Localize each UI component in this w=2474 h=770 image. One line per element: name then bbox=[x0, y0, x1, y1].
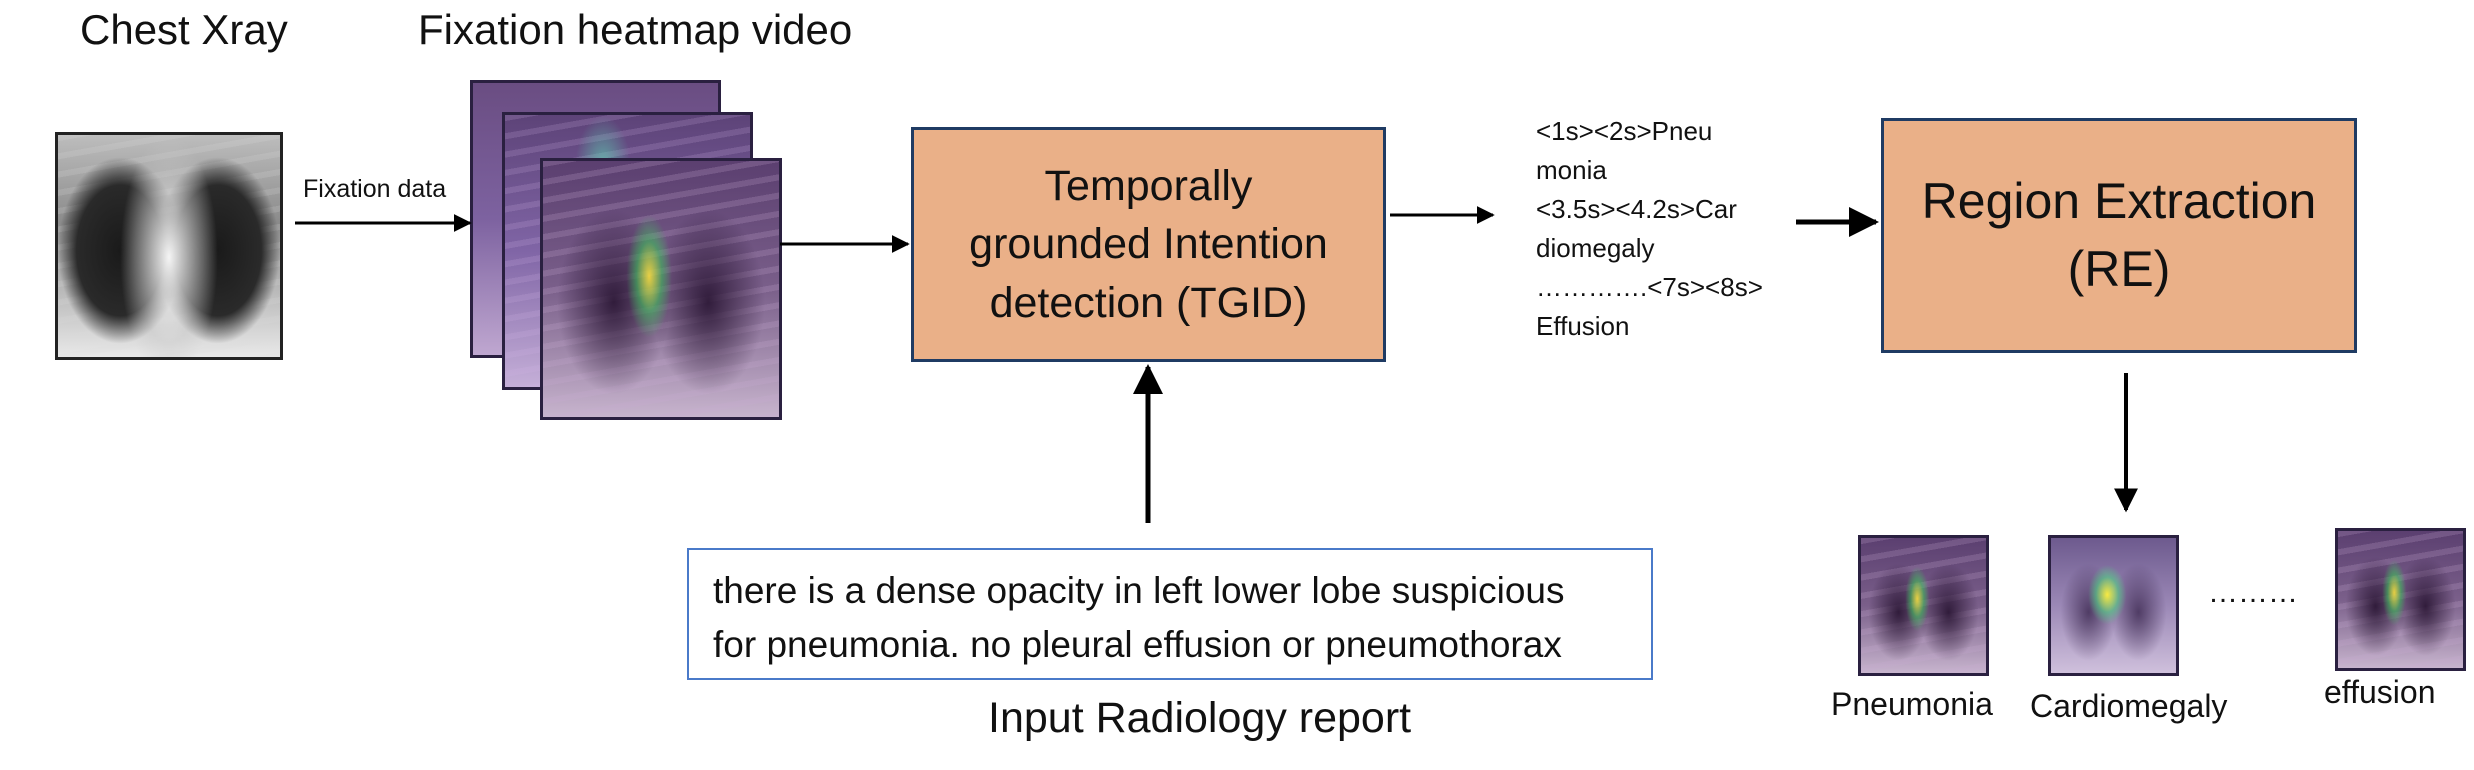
tgid-block: Temporally grounded Intention detection … bbox=[911, 127, 1386, 362]
region-extraction-block: Region Extraction (RE) bbox=[1881, 118, 2357, 353]
output-effusion-image bbox=[2335, 528, 2466, 671]
report-line1: there is a dense opacity in left lower l… bbox=[713, 570, 1565, 611]
output-cardiomegaly-label: Cardiomegaly bbox=[2030, 688, 2228, 724]
report-line2: for pneumonia. no pleural effusion or pn… bbox=[713, 623, 1562, 665]
tgid-label-line2: grounded Intention bbox=[969, 220, 1328, 269]
sequence-line: monia bbox=[1536, 155, 1607, 185]
tgid-label-line3: detection (TGID) bbox=[989, 278, 1308, 327]
report-caption: Input Radiology report bbox=[988, 694, 1412, 742]
sequence-line: <1s><2s>Pneu bbox=[1536, 116, 1713, 146]
sequence-line: Effusion bbox=[1536, 311, 1630, 341]
fixation-video-title: Fixation heatmap video bbox=[418, 6, 853, 53]
fixation-data-label: Fixation data bbox=[303, 175, 447, 203]
output-effusion-label: effusion bbox=[2324, 674, 2436, 710]
output-pneumonia-image bbox=[1858, 535, 1989, 676]
output-ellipsis: ……… bbox=[2208, 576, 2298, 609]
output-pneumonia-label: Pneumonia bbox=[1831, 686, 1993, 722]
chest-xray-image bbox=[55, 132, 283, 360]
sequence-line: diomegaly bbox=[1536, 233, 1655, 263]
tgid-label-line1: Temporally bbox=[1044, 162, 1253, 211]
chest-xray-title: Chest Xray bbox=[80, 6, 288, 53]
sequence-line: <3.5s><4.2s>Car bbox=[1536, 194, 1737, 224]
re-label-line1: Region Extraction bbox=[1921, 173, 2317, 229]
radiology-report-box: there is a dense opacity in left lower l… bbox=[687, 548, 1653, 680]
output-cardiomegaly-image bbox=[2048, 535, 2179, 676]
sequence-line: ………….<7s><8s> bbox=[1536, 272, 1763, 302]
re-label-line2: (RE) bbox=[2067, 240, 2171, 297]
heatmap-frame-front bbox=[540, 158, 782, 420]
intention-sequence: <1s><2s>Pneu monia <3.5s><4.2s>Car diome… bbox=[1536, 112, 1776, 346]
